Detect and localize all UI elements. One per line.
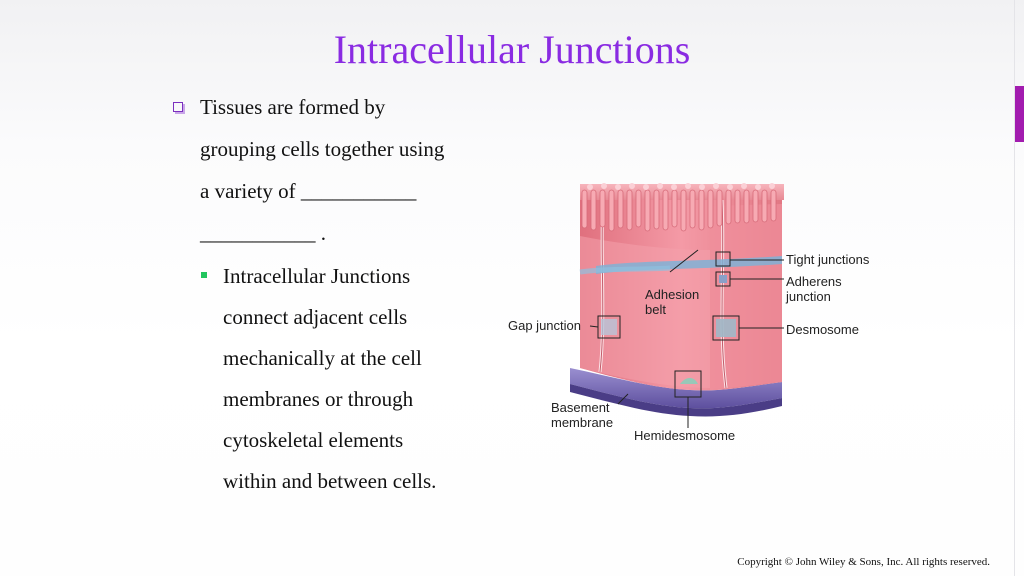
- bullet-line: membranes or through: [223, 387, 414, 411]
- cell-junction-diagram: Tight junctions Adherens junction Adhesi…: [508, 183, 870, 443]
- adhesion-belt-shape: [579, 265, 671, 275]
- bullet-line: Intracellular Junctions: [223, 264, 411, 288]
- leader-lines: [589, 249, 784, 428]
- basement-membrane-shape: [570, 368, 782, 417]
- bullet-list: Tissues are formed by grouping cells tog…: [170, 86, 500, 502]
- slide-title: Intracellular Junctions: [333, 27, 691, 72]
- junction-detail-shapes: [601, 275, 736, 384]
- label-hemidesmosome: Hemidesmosome: [634, 428, 735, 443]
- bullet-level2: Intracellular Junctions connect adjacent…: [170, 256, 500, 502]
- label-basement-membrane-line1: Basement: [551, 400, 610, 415]
- label-adhesion-belt-line1: Adhesion: [645, 287, 699, 302]
- bullet-line: within and between cells.: [223, 469, 437, 493]
- bullet-line: Tissues are formed by: [200, 95, 386, 119]
- slide-edge: [1014, 0, 1015, 576]
- copyright-notice: Copyright © John Wiley & Sons, Inc. All …: [737, 556, 990, 568]
- label-basement-membrane-line2: membrane: [551, 415, 613, 430]
- green-square-bullet-icon: [201, 272, 207, 278]
- bullet-level1: Tissues are formed by grouping cells tog…: [170, 86, 500, 254]
- label-adherens-junction-line1: Adherens: [786, 274, 842, 289]
- epithelial-cells-shape: [580, 195, 782, 391]
- microvilli-shape: [580, 183, 784, 232]
- square-bullet-icon: [173, 102, 183, 112]
- label-gap-junction: Gap junction: [508, 318, 581, 333]
- bullet-line: ___________ .: [200, 221, 326, 245]
- bullet-line: cytoskeletal elements: [223, 428, 404, 452]
- bullet-line: mechanically at the cell: [223, 346, 422, 370]
- accent-bar: [1015, 86, 1024, 142]
- label-tight-junctions: Tight junctions: [786, 252, 870, 267]
- label-adhesion-belt-line2: belt: [645, 302, 666, 317]
- bullet-line: connect adjacent cells: [223, 305, 408, 329]
- label-desmosome: Desmosome: [786, 322, 859, 337]
- bullet-line: a variety of ___________: [200, 179, 417, 203]
- label-adherens-junction-line2: junction: [785, 289, 831, 304]
- bullet-line: grouping cells together using: [200, 137, 445, 161]
